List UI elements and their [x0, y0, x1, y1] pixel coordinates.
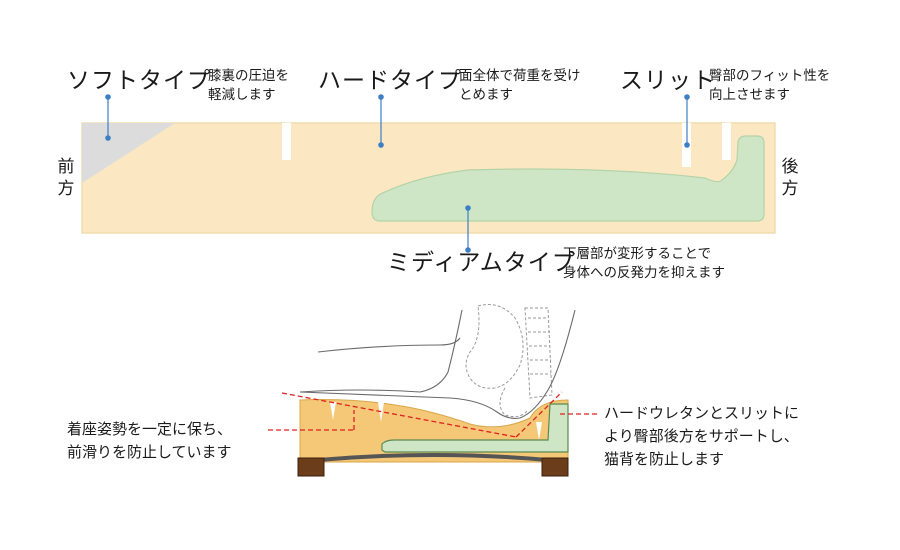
- frame-block-right: [541, 457, 569, 477]
- medium-leader-end: [465, 247, 471, 253]
- slit-title: スリット: [620, 68, 716, 94]
- right-note: ハードウレタンとスリットに より臀部後方をサポートし、 猫背を防止します: [604, 404, 800, 468]
- soft-leader-end: [105, 135, 111, 141]
- soft-type-desc: 膝裏の圧迫を 軽減します: [208, 68, 289, 103]
- slit-front: [282, 123, 291, 160]
- slit-desc: 臀部のフィット性を 向上させます: [709, 68, 831, 103]
- pelvis-skeleton-outline: [465, 304, 553, 418]
- soft-type-title: ソフトタイプ: [67, 68, 211, 94]
- hard-type-title: ハードタイプ: [318, 68, 462, 94]
- thigh-outline: [317, 337, 461, 353]
- medium-type-desc: 下層部が変形することで 身体への反発力を抑えます: [563, 246, 725, 281]
- slit-leader-dot: [684, 94, 690, 100]
- back-label: 後方: [781, 157, 799, 199]
- soft-leader-dot: [105, 94, 111, 100]
- hard-leader-end: [378, 142, 384, 148]
- seat-medium-layer: [381, 403, 569, 453]
- hard-leader-dot: [378, 94, 384, 100]
- slit-rear-2: [722, 123, 731, 160]
- seat-base-board: [318, 453, 548, 462]
- frame-block-left: [297, 457, 325, 477]
- slit-leader-end: [684, 142, 690, 148]
- red-dash-line-rise: [515, 391, 563, 438]
- seat-cushion-body: [299, 399, 569, 463]
- medium-type-region: [371, 135, 765, 222]
- medium-type-title: ミディアムタイプ: [387, 250, 576, 276]
- left-note: 着座姿勢を一定に保ち、 前滑りを防止しています: [67, 420, 233, 461]
- front-label: 前方: [57, 157, 75, 199]
- hard-type-desc: 面全体で荷重を受け とめます: [459, 68, 581, 103]
- medium-leader-dot: [465, 205, 471, 211]
- human-body-outline: [299, 309, 576, 419]
